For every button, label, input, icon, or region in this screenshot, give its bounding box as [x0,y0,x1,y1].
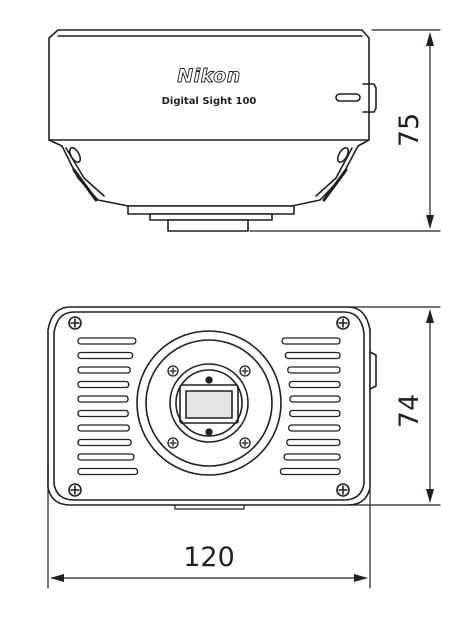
arrow-right-icon [354,574,368,582]
side-left-mark [68,146,82,164]
vent-slot [289,395,341,403]
width-label: 120 [183,542,235,573]
side-shadow-lines [72,168,348,202]
vent-slot [279,467,341,476]
vent-slot [281,337,341,345]
vent-slot [77,424,130,432]
arrow-left-icon [50,574,64,582]
vent-slot [284,351,341,360]
screw-icon [239,437,251,449]
vent-slot [77,395,129,403]
side-right-mark [336,146,350,164]
vent-slot [77,380,130,389]
side-usb-port [362,83,377,113]
alignment-dot-bottom [205,428,213,436]
screw-icon [167,437,179,449]
arrow-up-icon [426,32,434,46]
screw-icon [167,365,179,377]
vent-slot [289,409,341,418]
c-mount-opening [169,363,249,443]
screw-icon [336,316,350,330]
screw-slot-icon [70,485,80,495]
status-led-slot [335,93,361,102]
arrow-down-icon [426,489,434,503]
vent-slot [288,380,341,389]
height-dimension-side [249,29,441,232]
vent-slot [77,467,139,476]
front-side-port [369,351,377,390]
width-dimension [47,465,371,589]
vent-slot [77,351,134,360]
vent-slot [287,366,341,374]
vent-slot [288,424,341,432]
front-inner-border [53,311,365,501]
screw-slot-icon [338,318,348,328]
camera-front-view [47,306,377,510]
height-dimension-front [347,306,441,506]
vent-slot [77,366,131,374]
screw-icon [239,365,251,377]
height-side-label: 75 [394,113,425,147]
vent-slot [77,438,132,447]
alignment-dot-top [205,376,213,384]
vent-slot [286,438,341,447]
mount-screws [167,365,251,449]
sensor-window [179,384,239,424]
vent-slot [77,453,135,461]
mount-flange [127,205,295,215]
screw-slot-icon [70,318,80,328]
side-view-body [48,29,370,207]
corner-screws [68,316,350,497]
vent-grille-right [279,337,341,476]
vent-slot [283,453,341,461]
nikon-logo-text: Nikon [177,65,240,87]
c-mount-inner-opening [175,369,243,437]
arrow-up-icon [426,309,434,323]
screw-icon [68,316,82,330]
screw-icon [68,483,82,497]
screw-slot-icon [338,485,348,495]
vent-slot [77,337,137,345]
vent-grille-left [77,337,139,476]
lens-mount-inner-ring [145,339,273,467]
screw-icon [336,483,350,497]
arrow-down-icon [426,215,434,229]
height-front-label: 74 [394,394,425,428]
vent-slot [77,409,129,418]
c-mount-thread [167,219,249,232]
mount-ring [149,213,273,221]
image-sensor [185,390,233,419]
front-bottom-foot [174,504,245,510]
model-name-text: Digital Sight 100 [162,96,257,107]
camera-side-view: Nikon Digital Sight 100 [48,29,377,232]
